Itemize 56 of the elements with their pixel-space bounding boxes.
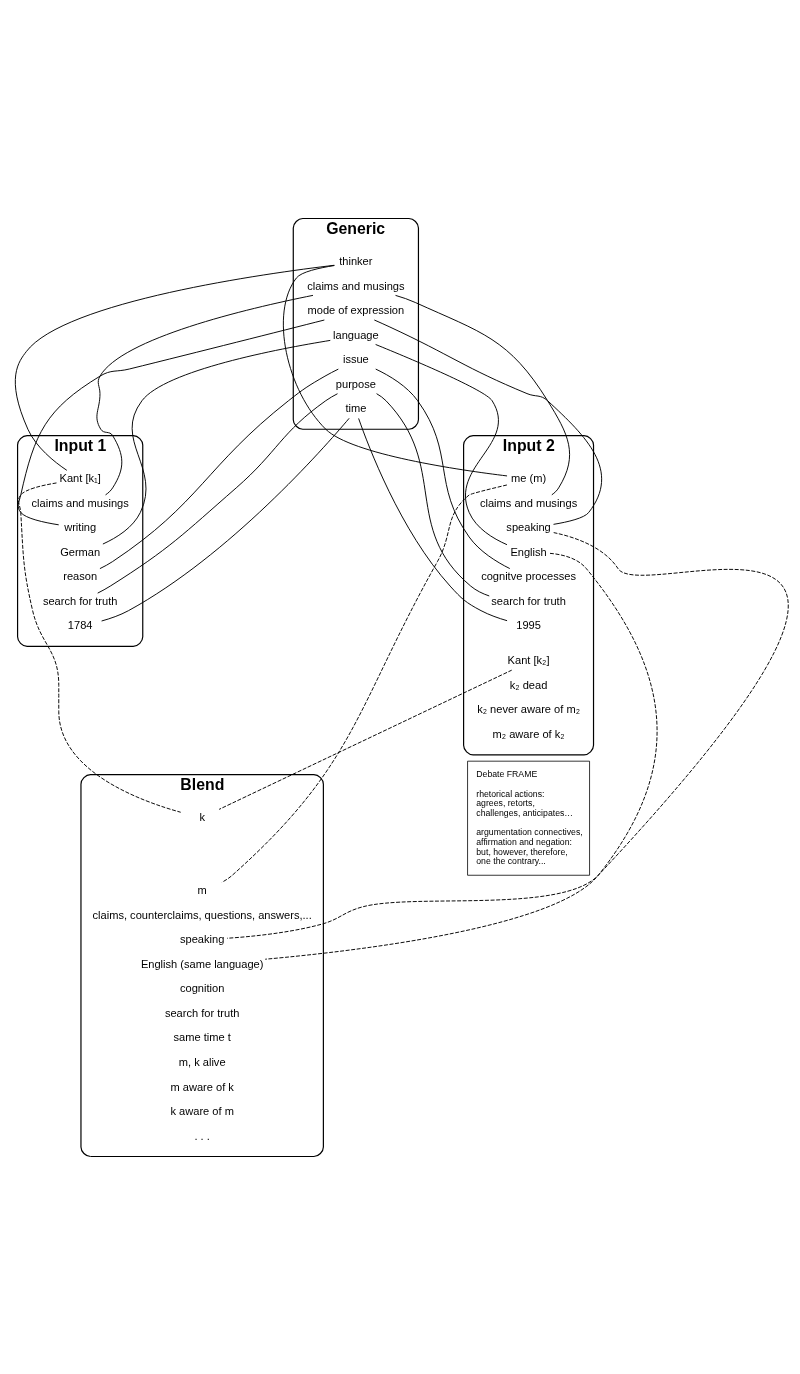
node-text: thinker bbox=[339, 254, 373, 267]
connector bbox=[395, 294, 570, 495]
node-text: same time t bbox=[173, 1030, 231, 1043]
node-text: purpose bbox=[335, 377, 376, 390]
node-text: m₂ aware of k₂ bbox=[492, 727, 565, 740]
node-text: k bbox=[199, 810, 205, 823]
node-text: time bbox=[345, 401, 367, 414]
node-text: English (same language) bbox=[140, 957, 264, 970]
node-text: issue bbox=[342, 352, 369, 365]
node-text: claims and musings bbox=[479, 496, 578, 509]
node-text: 1995 bbox=[516, 618, 541, 631]
node-box: Debate FRAME rhetorical actions: agrees, retorts, challenges, anticipates… argumentation connectives, affirmation and negation: but, however, therefore, one the contrary... bbox=[467, 760, 590, 876]
node-text: Kant [k₂] bbox=[507, 653, 550, 666]
node-text: search for truth bbox=[164, 1006, 240, 1019]
node-text: k aware of m bbox=[170, 1104, 234, 1117]
connector bbox=[375, 368, 511, 569]
connector bbox=[226, 531, 789, 939]
node-text: claims and musings bbox=[307, 279, 405, 292]
connector bbox=[282, 264, 508, 476]
node-text: k₂ never aware of m₂ bbox=[477, 702, 580, 715]
node-text: search for truth bbox=[491, 594, 566, 607]
node-text: k₂ dead bbox=[509, 678, 548, 691]
node-text: language bbox=[333, 328, 379, 341]
node-text: speaking bbox=[506, 520, 551, 533]
node-text: claims and musings bbox=[31, 496, 129, 509]
connector bbox=[376, 392, 490, 596]
node-text: m, k alive bbox=[178, 1055, 226, 1068]
node-text: cognition bbox=[179, 981, 225, 994]
node-text: me (m) bbox=[511, 471, 547, 484]
node-text: . . . bbox=[194, 1129, 210, 1142]
node-text: speaking bbox=[179, 932, 225, 945]
node-text: m aware of k bbox=[170, 1080, 234, 1092]
node-text: mode of expression bbox=[307, 303, 405, 316]
connector bbox=[99, 368, 339, 569]
node-text: reason bbox=[63, 569, 98, 582]
connector bbox=[101, 417, 350, 621]
connector bbox=[96, 294, 314, 495]
connector bbox=[358, 417, 508, 621]
node-text: German bbox=[60, 545, 101, 558]
connector bbox=[264, 552, 658, 960]
node-text: claims, counterclaims, questions, answers,... bbox=[92, 908, 312, 921]
node-text: 1784 bbox=[67, 618, 93, 631]
node-text: Kant [k₁] bbox=[59, 471, 101, 484]
connector bbox=[18, 481, 182, 813]
node-text: m bbox=[197, 883, 207, 896]
connector bbox=[97, 392, 338, 594]
node-text: search for truth bbox=[42, 594, 118, 607]
node-text: English bbox=[510, 545, 547, 558]
connector bbox=[375, 343, 508, 545]
connector bbox=[221, 484, 508, 883]
connector bbox=[17, 319, 325, 525]
node-text: writing bbox=[64, 520, 97, 533]
connector bbox=[218, 669, 513, 810]
connector bbox=[373, 319, 602, 525]
node-text: cognitve processes bbox=[481, 569, 576, 582]
connector bbox=[102, 339, 331, 544]
